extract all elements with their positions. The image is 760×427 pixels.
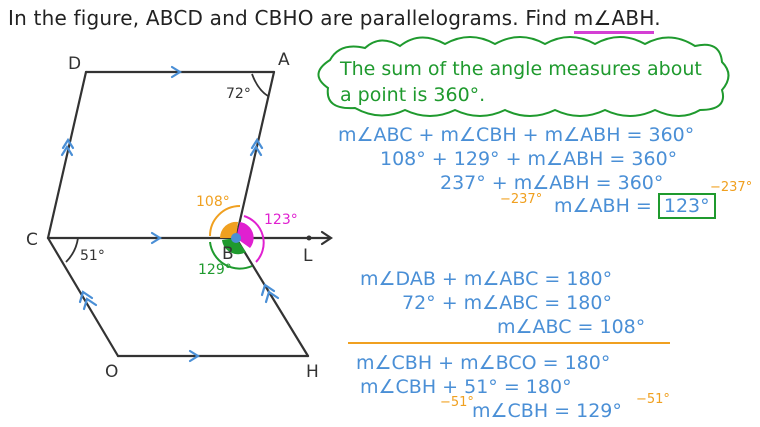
angle-ABC-label: 108° (196, 194, 230, 210)
abc-eq-3: m∠ABC = 108° (497, 316, 646, 338)
answer-box: 123° (657, 193, 716, 219)
label-A: A (278, 50, 290, 70)
cbh-eq-3: m∠CBH = 129° (472, 400, 622, 422)
cbh-side-note-right: −51° (636, 392, 670, 407)
title-suffix: . (654, 6, 661, 30)
note-cloud (317, 36, 730, 117)
segment-BH (234, 236, 310, 358)
sum-eq-1: m∠ABC + m∠CBH + m∠ABH = 360° (338, 124, 695, 146)
title-target: m∠ABH (573, 6, 655, 34)
problem-statement: In the figure, ABCD and CBHO are paralle… (8, 6, 661, 34)
note-line-2: a point is 360°. (340, 84, 486, 106)
segment-AB (234, 70, 276, 240)
label-H: H (306, 362, 319, 382)
label-B: B (222, 244, 234, 264)
angle-CBH-label: 129° (198, 262, 232, 278)
label-D: D (68, 54, 82, 74)
cbh-eq-1: m∠CBH + m∠BCO = 180° (356, 352, 611, 374)
cbh-eq-2: m∠CBH + 51° = 180° (360, 376, 572, 398)
sum-side-note-left: −237° (500, 192, 543, 207)
angle-BCO-label: 51° (80, 248, 105, 264)
sum-eq-2: 108° + 129° + m∠ABH = 360° (380, 148, 678, 170)
point-L (306, 235, 312, 241)
ray-arrowhead (320, 230, 333, 246)
label-O: O (105, 362, 119, 382)
cbh-side-note-left: −51° (440, 395, 474, 410)
segment-CO (46, 236, 120, 358)
angle-ABH-label: 123° (264, 212, 298, 228)
sum-eq-3: 237° + m∠ABH = 360° (440, 172, 664, 194)
label-C: C (26, 230, 38, 250)
label-L: L (303, 246, 313, 266)
sum-side-note-right: −237° (710, 180, 753, 195)
sum-eq-answer-lhs: m∠ABH = (554, 195, 658, 217)
segment-DC (46, 70, 88, 240)
angle-DAB-label: 72° (226, 86, 251, 102)
sum-eq-answer-row: m∠ABH = 123° (554, 193, 716, 219)
title-prefix: In the figure, ABCD and CBHO are paralle… (8, 6, 574, 30)
abc-eq-2: 72° + m∠ABC = 180° (402, 292, 612, 314)
note-line-1: The sum of the angle measures about (340, 58, 702, 80)
abc-eq-1: m∠DAB + m∠ABC = 180° (360, 268, 613, 290)
